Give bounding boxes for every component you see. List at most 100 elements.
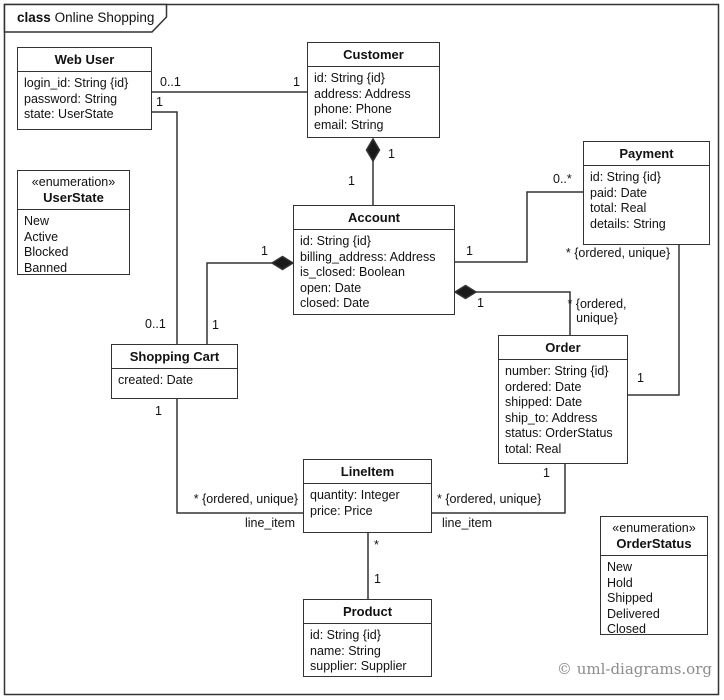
mult-order-lineitem-order-end: 1 xyxy=(543,466,550,480)
class-name: Customer xyxy=(308,43,439,67)
frame-title: class Online Shopping xyxy=(17,10,154,26)
attribute: paid: Date xyxy=(590,185,647,200)
class-product: Product id: String {id} name: String sup… xyxy=(303,599,432,677)
enum-value: Shipped xyxy=(607,591,653,605)
enum-order-status: «enumeration» OrderStatus New Hold Shipp… xyxy=(600,516,708,636)
class-payment: Payment id: String {id} paid: Date total… xyxy=(583,141,710,245)
class-web-user: Web User login_id: String {id} password:… xyxy=(17,47,152,130)
composition-diamond-account-order xyxy=(453,284,478,300)
attribute: ordered: Date xyxy=(505,379,582,394)
enum-value: Blocked xyxy=(24,245,69,259)
mult-webuser-customer-customer-end: 1 xyxy=(293,75,300,89)
attribute: is_closed: Boolean xyxy=(300,265,405,279)
role-cart-lineitem: line_item xyxy=(244,516,295,530)
attribute: open: Date xyxy=(300,280,362,295)
mult-webuser-customer-webuser-end: 0..1 xyxy=(160,75,181,89)
class-line-item: LineItem quantity: Integer price: Price xyxy=(303,459,432,533)
attribute: supplier: Supplier xyxy=(310,659,407,673)
mult-account-order-order-end: * {ordered, unique} xyxy=(567,297,627,325)
mult-customer-account-account-end: 1 xyxy=(348,174,355,188)
mult-payment-order-payment-end: * {ordered, unique} xyxy=(565,246,671,260)
enum-header: «enumeration» UserState xyxy=(18,171,129,210)
enum-header: «enumeration» OrderStatus xyxy=(601,517,707,556)
mult-account-order-account-end: 1 xyxy=(477,296,484,310)
mult-account-cart-cart-end: 1 xyxy=(212,318,219,332)
enum-value: New xyxy=(607,560,633,574)
enum-name: OrderStatus xyxy=(616,536,692,551)
class-account: Account id: String {id} billing_address:… xyxy=(293,205,455,315)
enum-value: New xyxy=(24,214,50,228)
attribute: id: String {id} xyxy=(310,628,381,642)
enum-name: UserState xyxy=(43,190,104,205)
connector-account-payment xyxy=(455,191,583,263)
class-order: Order number: String {id} ordered: Date … xyxy=(498,335,628,464)
class-shopping-cart: Shopping Cart created: Date xyxy=(111,344,238,399)
mult-webuser-cart-webuser-end: 1 xyxy=(156,95,163,109)
attribute: created: Date xyxy=(118,373,194,387)
frame-keyword: class xyxy=(17,10,51,25)
attribute: total: Real xyxy=(505,441,562,456)
mult-webuser-cart-cart-end: 0..1 xyxy=(145,317,166,331)
attribute: name: String xyxy=(310,643,381,658)
enum-value: Active xyxy=(24,229,59,244)
connector-order-lineitem xyxy=(432,464,566,514)
enum-user-state: «enumeration» UserState New Active Block… xyxy=(17,170,130,275)
attribute: quantity: Integer xyxy=(310,488,400,502)
attribute: closed: Date xyxy=(300,296,370,310)
mult-lineitem-product-lineitem-end: * xyxy=(374,538,379,552)
enum-value: Hold xyxy=(607,575,633,590)
composition-diamond-account-cart xyxy=(270,255,295,271)
mult-lineitem-product-product-end: 1 xyxy=(374,572,381,586)
attribute: id: String {id} xyxy=(590,170,661,184)
mult-customer-account-customer-end: 1 xyxy=(388,147,395,161)
connector-cart-lineitem xyxy=(176,399,303,514)
connector-account-cart xyxy=(206,262,293,344)
attribute-compartment: login_id: String {id} password: String s… xyxy=(18,72,151,127)
role-order-lineitem: line_item xyxy=(442,516,493,530)
enum-values: New Active Blocked Banned xyxy=(18,210,129,280)
attribute: details: String xyxy=(590,216,666,231)
attribute-compartment: id: String {id} name: String supplier: S… xyxy=(304,624,431,679)
mult-cart-lineitem-lineitem-end: * {ordered, unique} xyxy=(193,492,298,506)
attribute-compartment: id: String {id} billing_address: Address… xyxy=(294,230,454,316)
mult-account-payment-payment-end: 0..* xyxy=(553,172,572,186)
enum-value: Delivered xyxy=(607,606,660,621)
class-name: Shopping Cart xyxy=(112,345,237,369)
mult-account-payment-account-end: 1 xyxy=(466,244,473,258)
class-name: Payment xyxy=(584,142,709,166)
class-name: LineItem xyxy=(304,460,431,484)
connector-payment-order xyxy=(628,245,680,396)
class-name: Order xyxy=(499,336,627,360)
attribute: total: Real xyxy=(590,201,647,215)
attribute: login_id: String {id} xyxy=(24,76,129,90)
mult-payment-order-order-end: 1 xyxy=(637,371,644,385)
attribute: shipped: Date xyxy=(505,395,583,409)
mult-cart-lineitem-cart-end: 1 xyxy=(155,404,162,418)
attribute: password: String xyxy=(24,91,118,106)
frame-border xyxy=(3,3,720,696)
attribute: state: UserState xyxy=(24,107,114,121)
mult-order-lineitem-lineitem-end: * {ordered, unique} xyxy=(437,492,542,506)
frame-tab xyxy=(3,3,168,33)
enum-value: Closed xyxy=(607,622,646,636)
composition-diamond-customer-account xyxy=(365,137,381,163)
connector-webuser-cart xyxy=(152,111,178,344)
class-name: Account xyxy=(294,206,454,230)
enum-value: Banned xyxy=(24,260,68,275)
attribute: ship_to: Address xyxy=(505,410,598,425)
connector-account-order xyxy=(455,291,571,335)
mult-account-cart-account-end: 1 xyxy=(261,244,268,258)
enum-values: New Hold Shipped Delivered Closed xyxy=(601,556,707,642)
copyright-text: © uml-diagrams.org xyxy=(556,660,712,678)
attribute: number: String {id} xyxy=(505,364,609,378)
attribute: status: OrderStatus xyxy=(505,426,613,440)
attribute-compartment: id: String {id} address: Address phone: … xyxy=(308,67,439,137)
attribute-compartment: number: String {id} ordered: Date shippe… xyxy=(499,360,627,461)
enum-stereotype: «enumeration» xyxy=(31,175,116,189)
class-name: Web User xyxy=(18,48,151,72)
attribute: phone: Phone xyxy=(314,102,392,116)
attribute-compartment: id: String {id} paid: Date total: Real d… xyxy=(584,166,709,236)
attribute: address: Address xyxy=(314,86,411,101)
